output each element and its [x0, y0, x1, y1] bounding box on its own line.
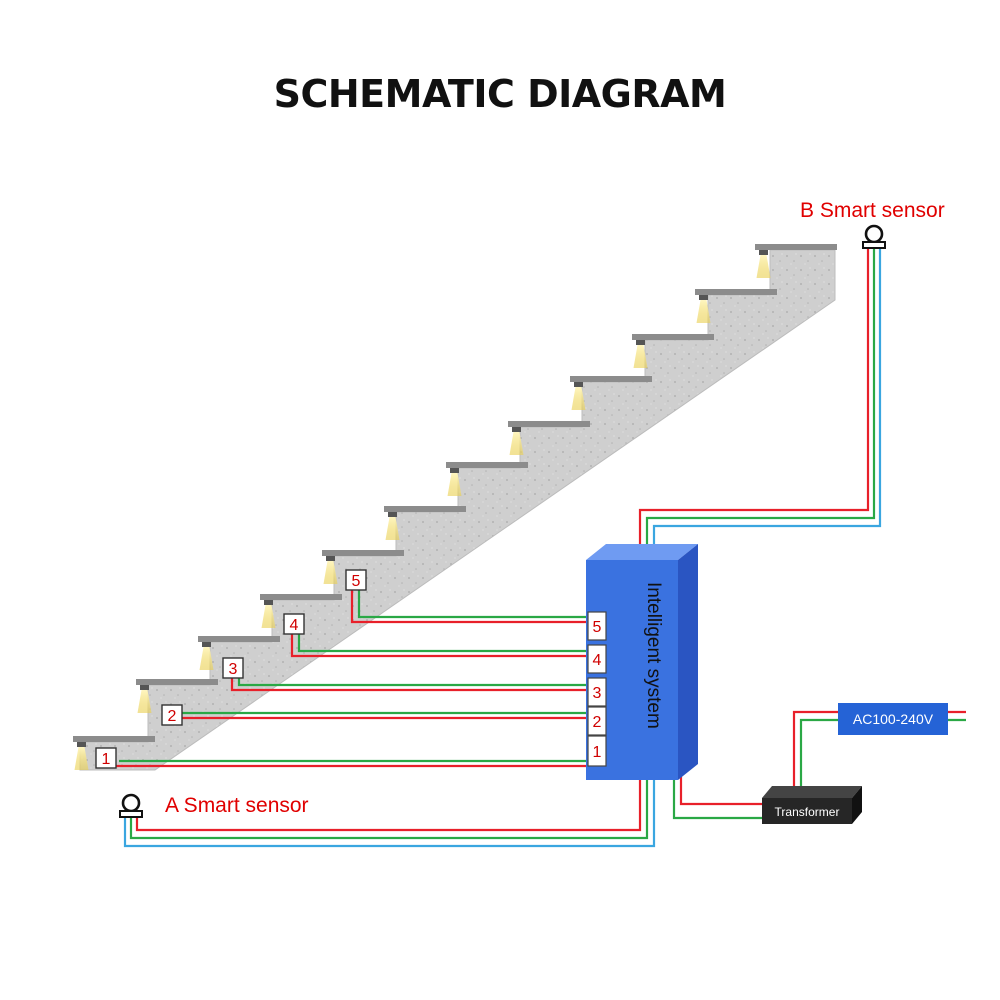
wire-sensor-a: [123, 780, 656, 848]
stair-lamp-icon: [571, 382, 586, 410]
wiring: [111, 248, 966, 848]
diagram-title: SCHEMATIC DIAGRAM: [273, 72, 727, 116]
stair-treads: [73, 244, 837, 742]
port-5: 5: [587, 611, 607, 641]
svg-text:2: 2: [593, 714, 602, 731]
stair-tread: [695, 289, 777, 295]
sensor-b-label: B Smart sensor: [800, 199, 945, 222]
stair-lamp-icon: [137, 685, 152, 713]
stair-lamp-icon: [261, 600, 276, 628]
stair-tread: [198, 636, 280, 642]
svg-text:3: 3: [593, 685, 602, 702]
system-channel-ports: 5 4 3 2 1: [587, 611, 607, 767]
stair-lamp-icon: [696, 295, 711, 323]
stair-label-1: 1: [95, 747, 117, 769]
svg-text:4: 4: [290, 617, 299, 634]
power-input-box: AC100-240V: [838, 703, 948, 735]
wire-channel-3: [230, 676, 595, 692]
sensor-a-label: A Smart sensor: [165, 794, 309, 817]
sensor-icon: [119, 793, 143, 818]
svg-text:3: 3: [229, 661, 238, 678]
port-4: 4: [587, 644, 607, 674]
stair-tread: [136, 679, 218, 685]
stair-tread: [570, 376, 652, 382]
sensor-b: B Smart sensor: [800, 199, 945, 249]
svg-text:5: 5: [593, 619, 602, 636]
wire-channel-1: [111, 759, 595, 768]
svg-text:1: 1: [102, 751, 111, 768]
stair-lamp-icon: [74, 742, 89, 770]
port-1: 1: [587, 735, 607, 767]
stair-lamps: [74, 250, 771, 770]
staircase: [73, 244, 837, 771]
stair-label-2: 2: [161, 704, 183, 726]
intelligent-system-unit: 5 4 3 2 1 Intelligent system: [586, 544, 698, 780]
stair-label-4: 4: [283, 613, 305, 635]
stair-tread: [322, 550, 404, 556]
stair-lamp-icon: [756, 250, 771, 278]
stair-tread: [260, 594, 342, 600]
stair-label-3: 3: [222, 657, 244, 679]
stair-tread: [632, 334, 714, 340]
wire-sensor-b: [638, 248, 882, 545]
stair-label-5: 5: [345, 569, 367, 591]
stair-tread: [755, 244, 837, 250]
stair-tread: [446, 462, 528, 468]
stair-tread: [384, 506, 466, 512]
svg-text:1: 1: [593, 744, 602, 761]
sensor-icon: [862, 224, 886, 249]
transformer-label: Transformer: [775, 805, 840, 819]
stair-tread: [508, 421, 590, 427]
system-label: Intelligent system: [643, 582, 664, 729]
sensor-a: A Smart sensor: [119, 793, 309, 818]
transformer: Transformer: [762, 786, 862, 824]
stair-lamp-icon: [199, 642, 214, 670]
wire-channel-5: [350, 590, 595, 624]
stair-tread: [73, 736, 155, 742]
wire-mains-input: [792, 710, 966, 790]
svg-text:4: 4: [593, 652, 602, 669]
port-2: 2: [587, 706, 607, 736]
port-3: 3: [587, 677, 607, 707]
wire-transformer-output: [672, 768, 770, 820]
stair-lamp-icon: [323, 556, 338, 584]
svg-text:2: 2: [168, 708, 177, 725]
stair-lamp-icon: [509, 427, 524, 455]
stair-lamp-icon: [633, 340, 648, 368]
power-label: AC100-240V: [853, 711, 934, 727]
svg-text:5: 5: [352, 573, 361, 590]
wire-channel-4: [290, 632, 595, 658]
stair-lamp-icon: [447, 468, 462, 496]
stair-lamp-icon: [385, 512, 400, 540]
stair-channel-labels: 1 2 3 4 5: [95, 569, 367, 769]
